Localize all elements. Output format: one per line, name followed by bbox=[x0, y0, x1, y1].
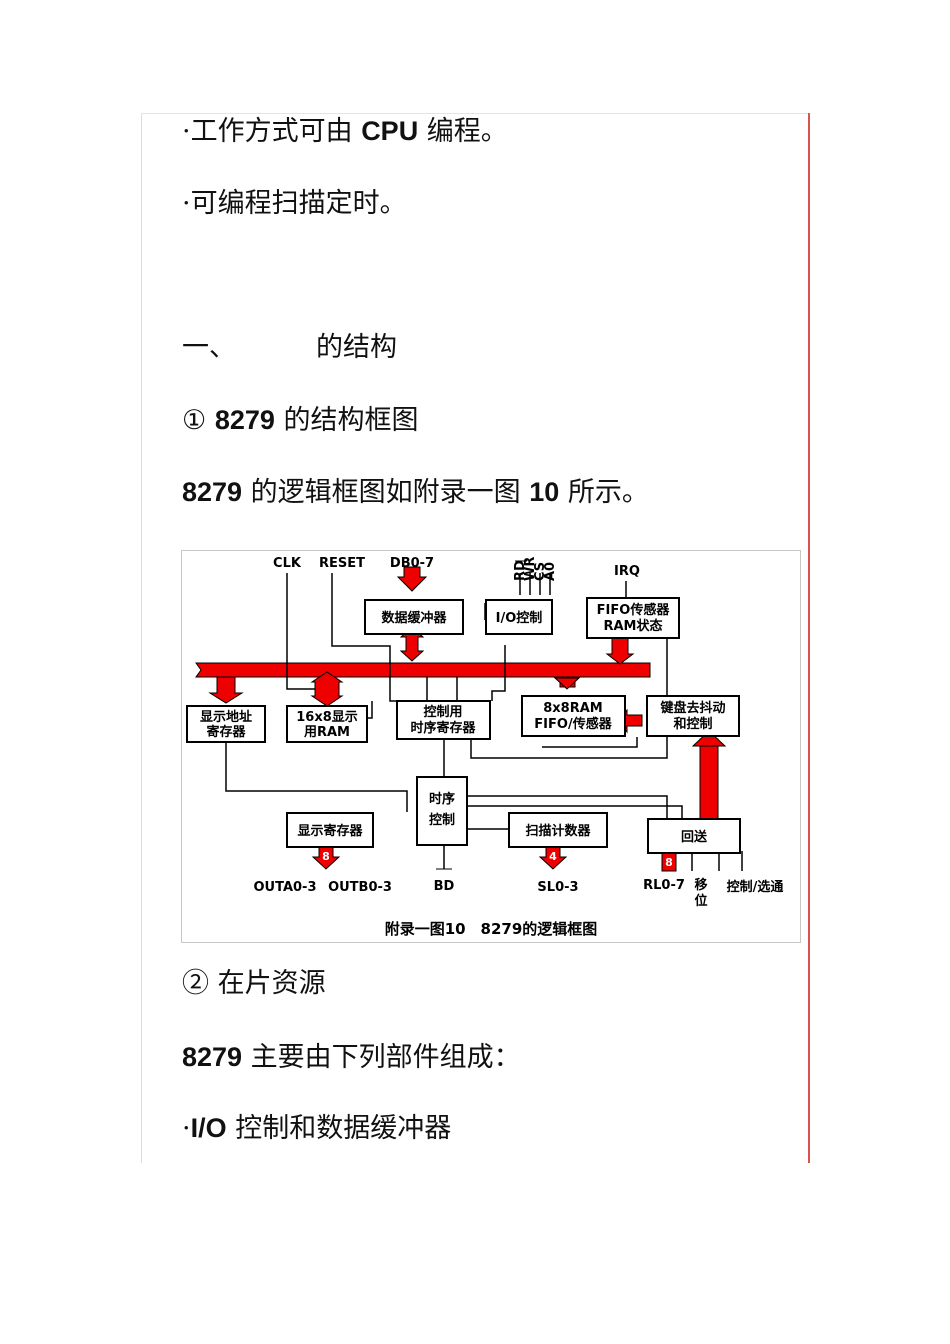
paragraph-components-intro: 8279 主要由下列部件组成： bbox=[182, 1042, 521, 1073]
shift-label-1: 移 bbox=[694, 877, 707, 893]
cs-label: CS bbox=[533, 562, 548, 581]
disp-ram-arrow bbox=[310, 671, 344, 707]
data-buffer-label: 数据缓冲器 bbox=[381, 610, 447, 626]
db-label: DB0-7 bbox=[390, 556, 434, 571]
keyboard-debounce-block bbox=[646, 695, 740, 737]
timing-label-1: 时序 bbox=[429, 791, 455, 807]
sl-width-label: 4 bbox=[549, 850, 557, 863]
fifo-ram-arrow-head bbox=[553, 677, 581, 690]
return-kbd-arrow bbox=[699, 738, 719, 822]
disp-ram-label-1: 16x8显示 bbox=[296, 710, 358, 725]
disp-out-arrow bbox=[311, 846, 341, 870]
fifo-sensor-ram-block bbox=[521, 695, 626, 737]
irq-label: IRQ bbox=[614, 564, 640, 579]
disp-reg-label: 显示寄存器 bbox=[297, 823, 363, 839]
paragraph-cpu-programmable: ·工作方式可由 CPU 编程。 bbox=[182, 116, 508, 147]
kbd-label-2: 和控制 bbox=[673, 716, 712, 732]
figure-caption: 附录一图10 8279的逻辑框图 bbox=[385, 920, 598, 938]
io-control-label: I/O控制 bbox=[496, 610, 543, 626]
disp-addr-arrow bbox=[208, 676, 244, 704]
outa-label: OUTA0-3 bbox=[253, 880, 316, 895]
rl-width-label: 8 bbox=[665, 856, 673, 869]
display-address-register-block bbox=[186, 705, 266, 743]
logic-block-diagram-figure: 数据缓冲器 I/O控制 FIFO传感器 RAM状态 显示地址 寄存器 16x8显… bbox=[181, 550, 801, 943]
sl-out-arrow bbox=[538, 846, 568, 870]
a0-label: A0 bbox=[543, 562, 558, 581]
paragraph-figure-reference: 8279 的逻辑框图如附录一图 10 所示。 bbox=[182, 477, 649, 508]
out-width-label: 8 bbox=[322, 850, 330, 863]
wr-label: WR bbox=[523, 557, 538, 581]
disp-addr-label-1: 显示地址 bbox=[200, 709, 252, 725]
fifo-status-block bbox=[586, 597, 680, 639]
kbd-label-1: 键盘去抖动 bbox=[659, 700, 725, 716]
ctrl-timing-label-1: 控制用 bbox=[423, 704, 462, 720]
heading-on-chip-resources: ② 在片资源 bbox=[182, 968, 326, 999]
fifo-ram-label-2: FIFO/传感器 bbox=[534, 716, 612, 732]
paragraph-io-control: ·I/O 控制和数据缓冲器 bbox=[182, 1113, 452, 1144]
timing-control-block bbox=[416, 776, 468, 846]
return-block bbox=[647, 818, 741, 854]
return-label: 回送 bbox=[681, 829, 708, 845]
ctrl-timing-label-2: 时序寄存器 bbox=[410, 720, 476, 736]
rd-label: RD bbox=[513, 560, 528, 581]
scan-counter-label: 扫描计数器 bbox=[525, 823, 591, 839]
reset-label: RESET bbox=[319, 556, 365, 571]
disp-ram-label-2: 用RAM bbox=[303, 725, 350, 740]
fifo-ram-label-1: 8x8RAM bbox=[543, 701, 602, 716]
data-buffer-block bbox=[364, 599, 464, 635]
fifo-status-label-1: FIFO传感器 bbox=[597, 602, 671, 618]
heading-structure: 一、的结构 bbox=[182, 332, 397, 363]
display-register-block bbox=[286, 812, 374, 848]
return-kbd-arrow-head bbox=[691, 730, 727, 747]
timing-label-2: 控制 bbox=[429, 812, 455, 828]
display-ram-block bbox=[286, 705, 368, 743]
ctrl-strobe-label: 控制/选通 bbox=[727, 879, 784, 895]
internal-bus bbox=[195, 662, 651, 678]
io-control-block bbox=[485, 599, 553, 635]
heading-block-diagram: ① 8279 的结构框图 bbox=[182, 405, 419, 436]
sl-label: SL0-3 bbox=[537, 880, 578, 895]
outb-label: OUTB0-3 bbox=[328, 880, 392, 895]
shift-label-2: 位 bbox=[694, 893, 707, 909]
bd-label: BD bbox=[434, 879, 455, 894]
db-bus-arrow bbox=[396, 566, 428, 592]
disp-addr-label-2: 寄存器 bbox=[206, 724, 246, 740]
clk-label: CLK bbox=[273, 556, 302, 571]
page-border-left bbox=[141, 113, 142, 1163]
fifo-status-label-2: RAM状态 bbox=[603, 618, 662, 634]
scan-counter-block bbox=[508, 812, 608, 848]
control-timing-register-block bbox=[396, 700, 491, 740]
paragraph-scan-timing: ·可编程扫描定时。 bbox=[182, 188, 407, 219]
page-border-top bbox=[141, 113, 809, 114]
rl-label: RL0-7 bbox=[643, 878, 685, 893]
page-border-right bbox=[808, 113, 810, 1163]
